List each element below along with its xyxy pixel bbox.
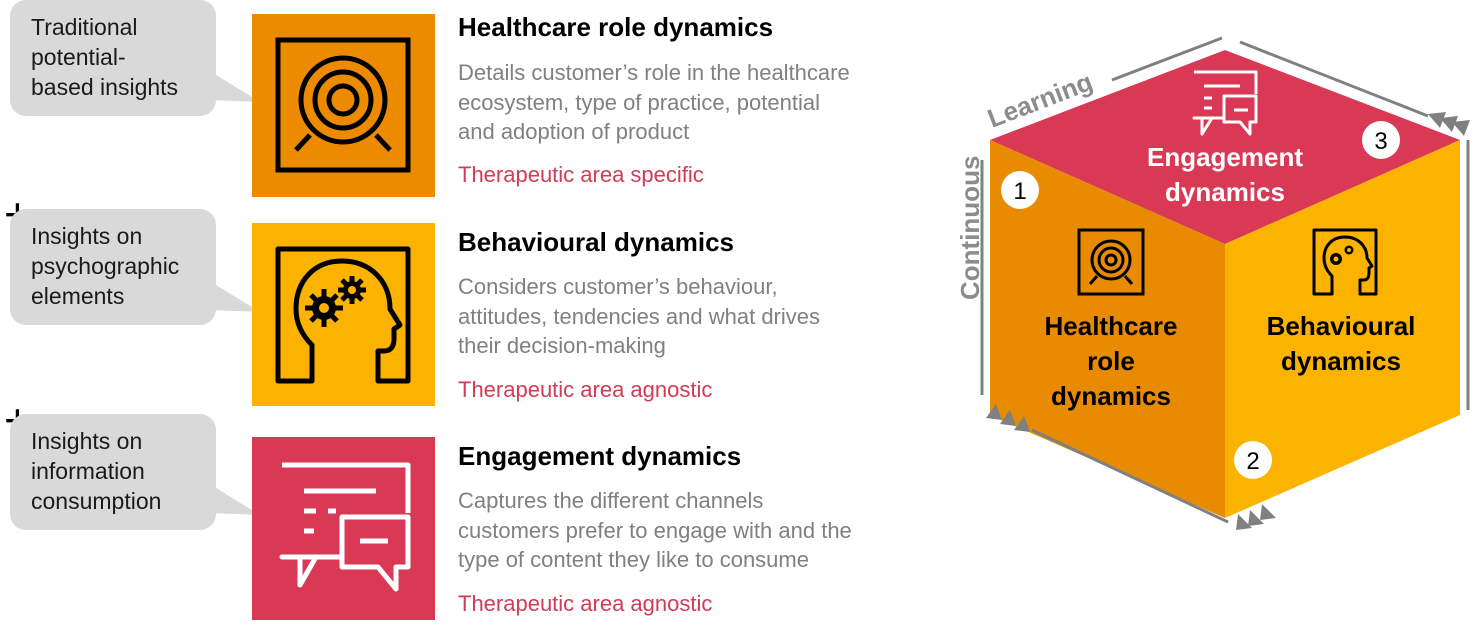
row-description-behavioural: Considers customer’s behaviour, attitude… <box>458 274 821 358</box>
cube-right-face <box>1225 140 1460 518</box>
cube-right-label-line1: Behavioural <box>1267 311 1416 341</box>
cube-left-label-line1: Healthcare <box>1045 311 1178 341</box>
cube-top-label-line2: dynamics <box>1165 177 1285 207</box>
cube-top-face <box>990 50 1460 244</box>
bubble-tail <box>208 70 260 102</box>
row-title-healthcare: Healthcare role dynamics <box>458 12 774 42</box>
bubble-psychographic: Insights on psychographic elements <box>10 209 216 325</box>
bubble-text: Insights on psychographic elements <box>31 223 180 309</box>
target-icon <box>252 14 435 197</box>
bubble-tail <box>208 483 260 515</box>
svg-text:2: 2 <box>1246 448 1259 475</box>
head-gears-icon-box <box>252 223 435 406</box>
target-icon-box <box>252 14 435 197</box>
cycle-arrow-icon <box>1236 504 1276 530</box>
cube-left-face <box>990 140 1225 518</box>
bubble-text: Traditional potential- based insights <box>31 14 179 100</box>
row-description-engagement: Captures the different channels customer… <box>458 488 852 572</box>
head-gears-icon <box>1312 228 1378 296</box>
chat-bubbles-icon <box>1192 70 1258 136</box>
badge-3: 3 <box>1362 121 1400 159</box>
bubble-tail <box>208 280 260 312</box>
row-title-engagement: Engagement dynamics <box>458 441 742 471</box>
badge-1: 1 <box>1001 171 1039 209</box>
svg-text:3: 3 <box>1374 128 1387 155</box>
svg-text:1: 1 <box>1013 178 1026 205</box>
bubble-information-consumption: Insights on information consumption <box>10 414 216 530</box>
cube-right-label-line2: dynamics <box>1281 346 1401 376</box>
bubble-text: Insights on information consumption <box>31 428 162 514</box>
row-description-healthcare: Details customer’s role in the healthcar… <box>458 60 850 144</box>
chat-bubbles-icon <box>252 437 435 620</box>
cycle-arrow-icon <box>986 404 1030 432</box>
row-tag-engagement: Therapeutic area agnostic <box>458 591 713 616</box>
cycle-arrow-icon <box>1428 112 1470 136</box>
head-gears-icon <box>252 223 435 406</box>
cycle-word-continuous: Continuous <box>955 156 985 300</box>
row-title-behavioural: Behavioural dynamics <box>458 227 734 257</box>
row-tag-healthcare: Therapeutic area specific <box>458 162 704 187</box>
row-tag-behavioural: Therapeutic area agnostic <box>458 377 713 402</box>
badge-2: 2 <box>1234 441 1272 479</box>
target-icon <box>1077 228 1145 296</box>
cube-top-label-line1: Engagement <box>1147 142 1303 172</box>
cube-left-label-line2: role <box>1087 346 1135 376</box>
cube-left-label-line3: dynamics <box>1051 381 1171 411</box>
bubble-traditional-insights: Traditional potential- based insights <box>10 0 216 116</box>
chat-bubbles-icon-box <box>252 437 435 620</box>
